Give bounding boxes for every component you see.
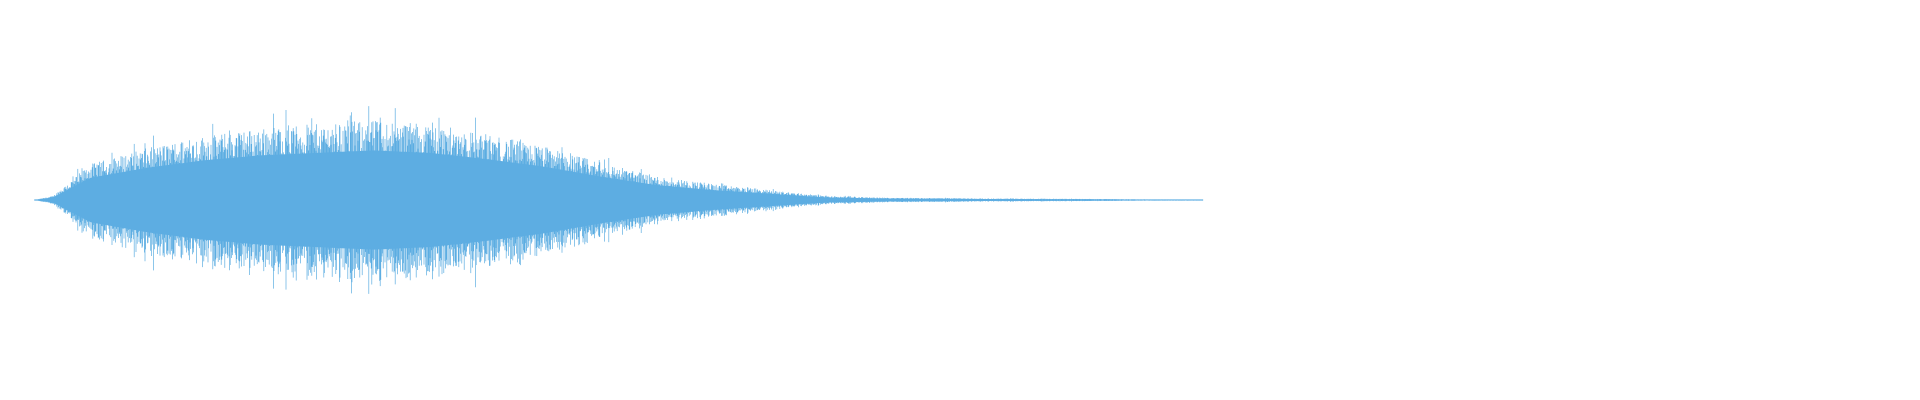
waveform-body: [34, 150, 1202, 250]
waveform-samples: [34, 106, 1204, 294]
